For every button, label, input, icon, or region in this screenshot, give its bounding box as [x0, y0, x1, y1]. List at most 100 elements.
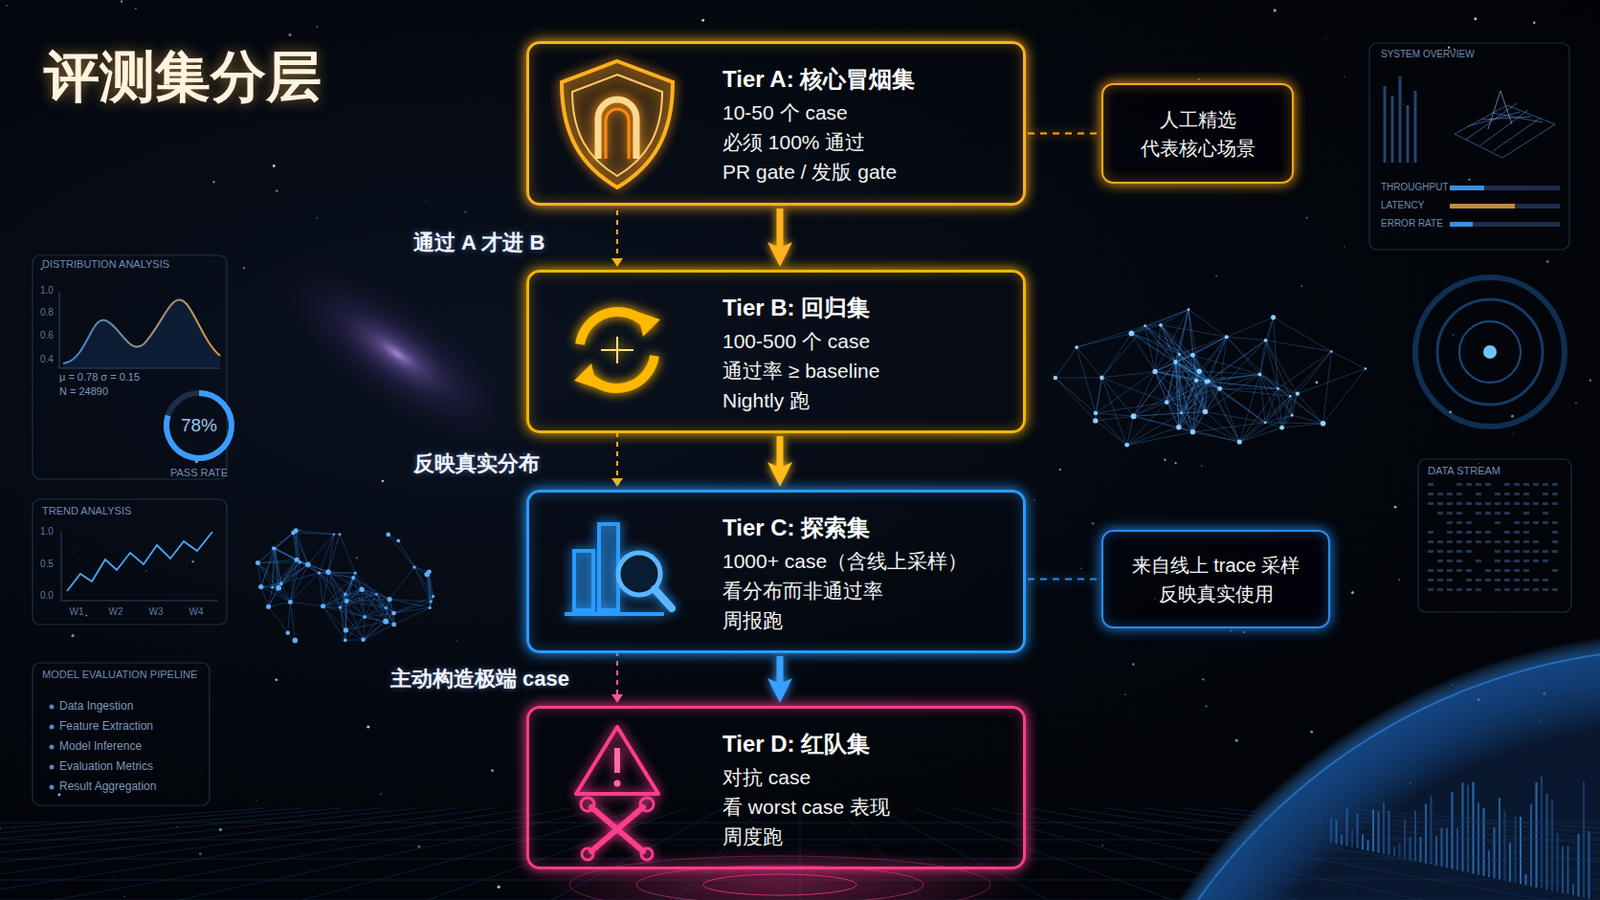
brain-network	[323, 572, 329, 607]
brain-network	[323, 606, 347, 631]
dashboard-panel	[1369, 43, 1570, 250]
data-stream-rows	[1427, 492, 1434, 496]
flow-arrow	[777, 436, 784, 474]
data-stream-rows	[1504, 511, 1511, 515]
city-bars	[1430, 796, 1433, 866]
star-field	[1101, 844, 1104, 847]
shield-icon	[605, 109, 629, 159]
warning-tools-icon	[614, 748, 621, 774]
warning-tools-icon	[576, 727, 659, 861]
data-stream-rows	[1456, 550, 1463, 554]
brain-network	[328, 572, 340, 608]
star-field	[1325, 37, 1327, 39]
brain-network	[293, 533, 334, 535]
dashboard-label: MODEL EVALUATION PIPELINE	[42, 668, 198, 681]
network-graph	[1279, 425, 1285, 431]
data-stream-rows	[1456, 588, 1463, 592]
network-graph	[1145, 310, 1189, 327]
data-stream-rows	[1533, 502, 1539, 506]
star-field	[1343, 245, 1345, 247]
brain-network	[261, 587, 269, 608]
star-field	[255, 800, 257, 801]
data-stream-rows	[1523, 559, 1530, 563]
network-graph	[1188, 310, 1197, 381]
pass-rate-ring	[166, 393, 232, 459]
node-text: 代表核心场景	[1140, 133, 1256, 163]
network-graph	[1264, 421, 1267, 424]
network-graph	[1266, 340, 1333, 353]
data-stream-rows	[1552, 492, 1558, 496]
brain-network	[289, 573, 319, 603]
node-text: 100-500 个 case	[722, 326, 1004, 356]
brain-network	[266, 604, 271, 610]
network-graph	[1181, 413, 1241, 443]
network-graph	[1093, 411, 1098, 416]
brain-network	[318, 534, 334, 574]
brain-network	[345, 630, 363, 641]
network-graph	[1076, 333, 1132, 348]
city-bars	[1382, 802, 1385, 855]
network-graph	[1053, 308, 1368, 447]
brain-network	[258, 584, 264, 590]
data-stream-rows	[1437, 588, 1444, 592]
data-stream-rows	[1437, 540, 1444, 544]
brain-network	[271, 546, 276, 551]
brain-network	[394, 601, 432, 614]
floor-grid	[0, 808, 379, 900]
city-bars	[1472, 782, 1475, 875]
star-field	[5, 4, 8, 7]
data-stream-rows	[1485, 531, 1491, 534]
brain-network	[343, 638, 348, 643]
data-stream-rows	[1533, 588, 1539, 592]
sync-icon	[637, 311, 661, 337]
dashboard-label: 0.0	[40, 590, 54, 601]
data-stream-rows	[1513, 502, 1520, 506]
data-stream-rows	[1466, 540, 1472, 544]
edge-label: 反映真实分布	[413, 449, 540, 479]
data-stream-rows	[1466, 502, 1472, 506]
dashboard-label: Evaluation Metrics	[59, 759, 154, 774]
network-graph	[1192, 336, 1226, 356]
radar-circles	[1459, 321, 1521, 383]
data-stream-rows	[1427, 531, 1434, 534]
node-text: 10-50 个 case	[722, 97, 1004, 128]
dashboard-label: W1	[69, 606, 85, 618]
data-stream-rows	[1466, 569, 1472, 573]
chart-search-icon	[564, 612, 665, 617]
metric-bars	[1449, 203, 1515, 209]
data-stream-rows	[1513, 540, 1520, 544]
network-graph	[1295, 392, 1300, 397]
data-stream-rows	[1552, 521, 1558, 525]
brain-network	[298, 560, 302, 564]
star-field	[355, 556, 358, 559]
trend-chart	[66, 532, 213, 592]
network-graph	[1074, 345, 1079, 350]
network-graph	[1101, 377, 1167, 403]
side-arrow-heads	[611, 258, 623, 267]
network-graph	[1133, 411, 1206, 417]
dashboard-label: ERROR RATE	[1380, 218, 1444, 229]
brain-network	[275, 585, 282, 592]
network-graph	[1179, 411, 1183, 415]
data-stream-rows	[1523, 540, 1530, 544]
brain-network	[257, 563, 272, 589]
data-stream-rows	[1533, 521, 1539, 525]
network-graph	[1206, 340, 1267, 382]
floor-rings	[703, 874, 857, 896]
network-graph	[1239, 427, 1282, 443]
network-graph	[1076, 347, 1102, 378]
network-graph	[1260, 374, 1283, 428]
callout-box: 来自线上 trace 采样反映真实使用	[1101, 530, 1331, 629]
brain-network	[414, 567, 431, 602]
network-graph	[1323, 351, 1333, 423]
network-graph	[1176, 424, 1181, 430]
network-graph	[1264, 338, 1268, 343]
data-stream-rows	[1523, 483, 1530, 487]
network-graph	[1288, 395, 1292, 399]
brain-network	[345, 639, 364, 641]
node-text: 看分布而非通过率	[722, 576, 1004, 606]
star-field	[497, 886, 501, 889]
network-graph	[1226, 336, 1267, 341]
dashboard-label: Result Aggregation	[59, 779, 156, 794]
distribution-chart	[63, 299, 221, 369]
